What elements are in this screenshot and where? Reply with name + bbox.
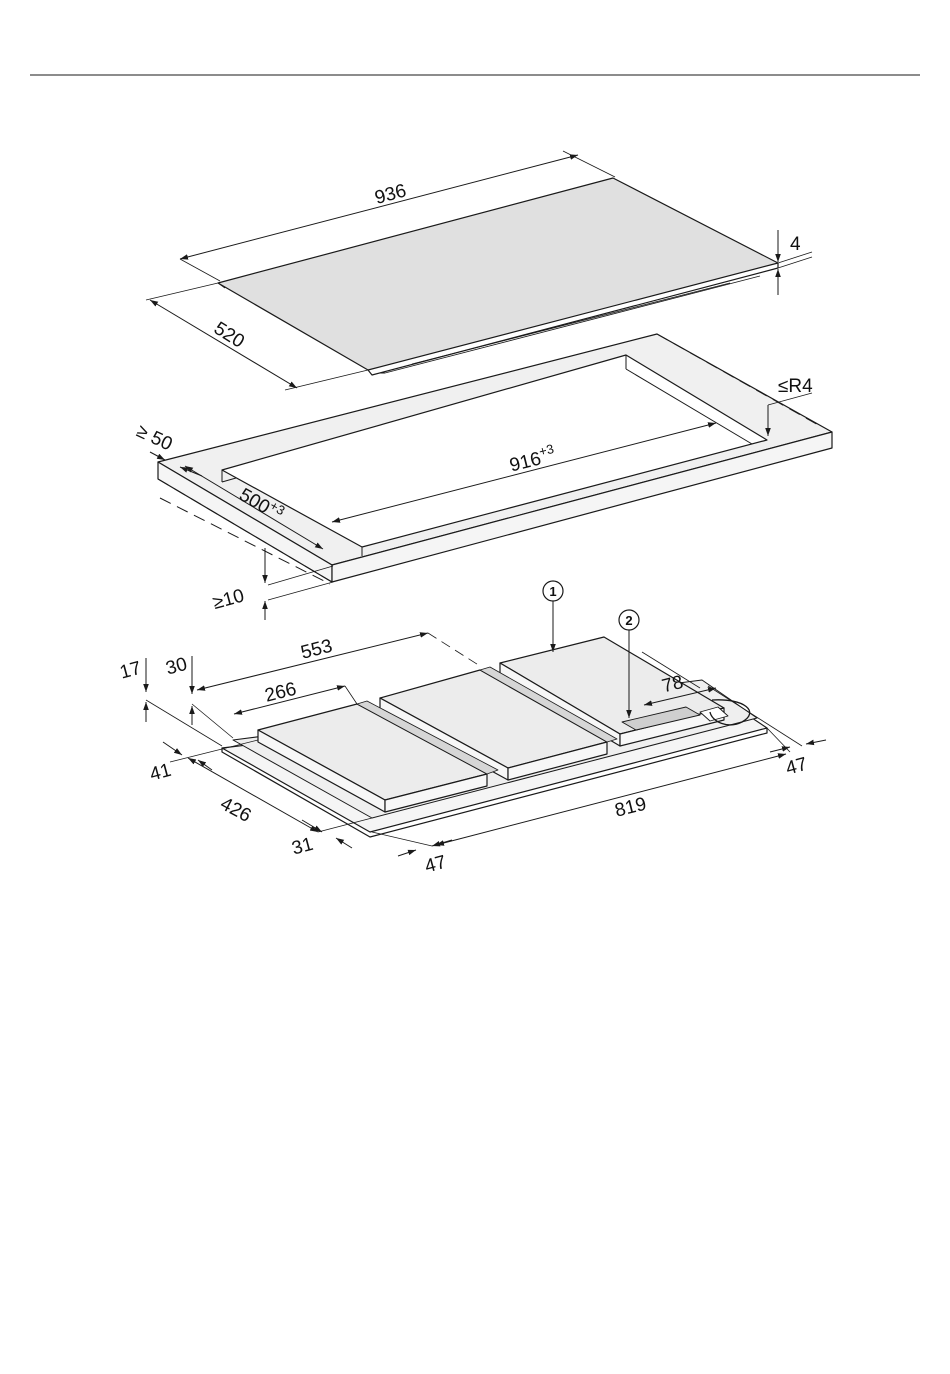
dimension-47-front: 47 bbox=[372, 832, 452, 878]
label-r4: ≤R4 bbox=[778, 376, 813, 397]
label-916-tolerance: +3 bbox=[537, 441, 555, 459]
label-min-10: ≥10 bbox=[211, 585, 247, 613]
dimension-30: 30 bbox=[164, 654, 233, 738]
label-30: 30 bbox=[164, 654, 190, 680]
label-41: 41 bbox=[148, 760, 174, 786]
label-17: 17 bbox=[118, 658, 144, 684]
worktop-cutout-frame bbox=[158, 334, 832, 582]
label-47-front: 47 bbox=[423, 852, 449, 878]
label-520: 520 bbox=[210, 318, 248, 353]
callout-1: 1 bbox=[543, 581, 563, 652]
callout-2-label: 2 bbox=[625, 613, 632, 628]
label-916-base: 916 bbox=[508, 448, 544, 476]
glass-top bbox=[218, 178, 778, 375]
dimension-4: 4 bbox=[778, 230, 812, 295]
label-31: 31 bbox=[290, 834, 316, 860]
label-553: 553 bbox=[299, 636, 335, 664]
callout-1-label: 1 bbox=[549, 584, 556, 599]
label-426: 426 bbox=[217, 793, 255, 826]
hob-underside-unit bbox=[222, 637, 767, 837]
label-47-right: 47 bbox=[784, 754, 810, 780]
label-4: 4 bbox=[790, 234, 801, 255]
label-936: 936 bbox=[373, 180, 409, 208]
label-916: 916+3 bbox=[507, 441, 558, 477]
label-266: 266 bbox=[263, 679, 299, 707]
label-min-50: ≥ 50 bbox=[133, 421, 175, 456]
